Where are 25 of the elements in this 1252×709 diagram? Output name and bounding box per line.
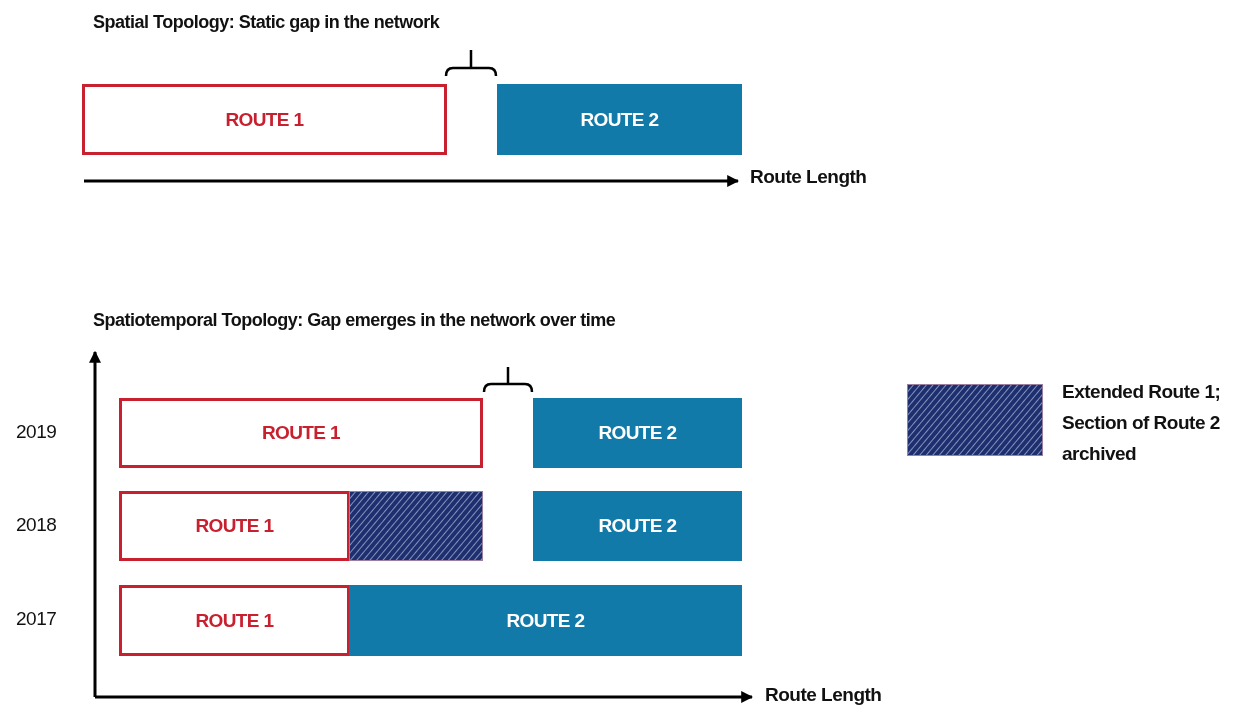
route-box bbox=[119, 398, 483, 468]
route-box bbox=[533, 491, 742, 561]
axis-label: Route Length bbox=[765, 684, 882, 706]
route-label: ROUTE 1 bbox=[261, 422, 341, 444]
heading: Spatiotemporal Topology: Gap emerges in the network over time bbox=[93, 310, 616, 331]
route-box bbox=[349, 585, 742, 656]
hatched-box bbox=[349, 491, 483, 561]
year-label: 2017 bbox=[16, 608, 57, 630]
route-label: ROUTE 2 bbox=[506, 609, 585, 632]
route-label: ROUTE 2 bbox=[580, 108, 659, 131]
year-label: 2018 bbox=[16, 514, 57, 536]
route-box bbox=[82, 84, 447, 155]
year-label: 2019 bbox=[16, 421, 57, 443]
heading: Spatial Topology: Static gap in the network bbox=[93, 12, 440, 33]
route-box bbox=[497, 84, 742, 155]
route-box bbox=[533, 398, 742, 468]
route-box bbox=[119, 491, 350, 561]
route-box bbox=[119, 585, 350, 656]
route-label: ROUTE 1 bbox=[225, 108, 304, 131]
route-label: ROUTE 1 bbox=[195, 609, 274, 632]
route-label: ROUTE 2 bbox=[598, 422, 677, 444]
legend-text: Extended Route 1; Section of Route 2 archived bbox=[1062, 380, 1222, 466]
axis-label: Route Length bbox=[750, 166, 867, 188]
route-label: ROUTE 2 bbox=[598, 515, 677, 537]
route-label: ROUTE 1 bbox=[195, 515, 274, 537]
